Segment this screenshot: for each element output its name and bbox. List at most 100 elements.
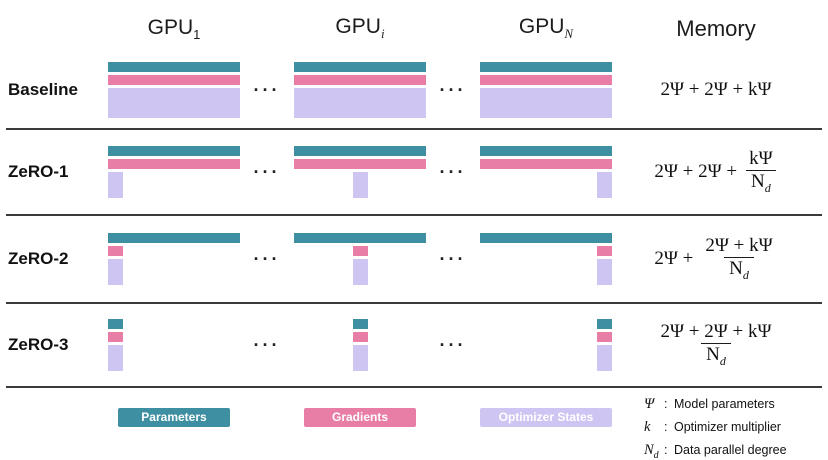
- fraction-numerator: 2Ψ + 2Ψ + kΨ: [660, 321, 772, 343]
- gpun-header-base: GPU: [518, 15, 565, 39]
- row-zero2: ZeRO-2 ··· ··· 2Ψ + 2Ψ + kΨ Nd: [8, 216, 820, 302]
- row-label-zero1: ZeRO-1: [8, 162, 69, 181]
- gpui-bars: [294, 62, 426, 118]
- ellipsis: ···: [439, 161, 467, 182]
- k-symbol: k: [644, 418, 651, 435]
- gpun-bars: [480, 233, 612, 285]
- parameters-bar: [108, 62, 240, 72]
- fraction-numerator: kΨ: [749, 148, 773, 170]
- note-separator: :: [664, 442, 668, 457]
- denominator-base: N: [706, 344, 720, 366]
- legend-item-gradients: Gradients: [294, 394, 426, 427]
- gpui-bars: [294, 233, 426, 285]
- denominator-sub: d: [742, 267, 749, 282]
- row-zero1: ZeRO-1 ··· ··· 2Ψ + 2Ψ + kΨ Nd: [8, 130, 820, 214]
- optimizer-states-bar: [352, 345, 368, 371]
- gradients-bar: [108, 75, 240, 85]
- gradients-bar: [480, 159, 612, 169]
- psi-symbol: Ψ: [644, 396, 655, 412]
- legend-item-optimizer-states: Optimizer States: [480, 394, 612, 427]
- ellipsis: ···: [253, 79, 281, 100]
- row-baseline: Baseline ··· ··· 2Ψ + 2Ψ + kΨ: [8, 52, 820, 128]
- optimizer-states-bar: [108, 345, 123, 371]
- optimizer-states-legend-swatch: Optimizer States: [480, 408, 612, 427]
- row-divider: [6, 128, 822, 130]
- optimizer-states-bar: [294, 88, 426, 118]
- optimizer-states-bar: [480, 88, 612, 118]
- gradients-bar: [108, 159, 240, 169]
- memory-header: Memory: [676, 16, 756, 41]
- note-desc: Model parameters: [674, 397, 775, 411]
- gradients-bar: [597, 332, 612, 342]
- formula-fraction: kΨ Nd: [744, 148, 778, 195]
- gradients-bar: [597, 246, 612, 256]
- formula-fraction: 2Ψ + 2Ψ + kΨ Nd: [656, 321, 777, 368]
- parameters-bar: [480, 62, 612, 72]
- parameters-bar: [108, 319, 123, 329]
- parameters-bar: [352, 319, 368, 329]
- legend-item-parameters: Parameters: [108, 394, 240, 427]
- denominator-sub: d: [719, 353, 726, 368]
- formula-prefix: 2Ψ + 2Ψ +: [654, 161, 738, 182]
- optimizer-states-bar: [597, 172, 612, 198]
- note-desc: Data parallel degree: [674, 442, 787, 457]
- gpun-bars: [480, 319, 612, 371]
- gradients-bar: [294, 75, 426, 85]
- ellipsis: ···: [253, 161, 281, 182]
- gpui-header-sub: i: [380, 26, 385, 42]
- parameters-legend-swatch: Parameters: [118, 408, 230, 427]
- gpun-bars: [480, 62, 612, 118]
- denominator-base: N: [750, 171, 765, 193]
- gradients-legend-swatch: Gradients: [304, 408, 416, 427]
- optimizer-states-bar: [108, 172, 123, 198]
- note-desc: Optimizer multiplier: [674, 419, 781, 434]
- memory-formula-zero3: 2Ψ + 2Ψ + kΨ Nd: [612, 321, 820, 368]
- gpun-header-sub: N: [564, 26, 574, 42]
- ellipsis: ···: [439, 248, 467, 269]
- gradients-bar: [294, 159, 426, 169]
- ellipsis: ···: [439, 79, 467, 100]
- gpui-header: GPUi: [294, 15, 426, 42]
- gpui-bars: [294, 319, 426, 371]
- note-model-parameters: Ψ : Model parameters: [644, 396, 820, 415]
- optimizer-states-bar: [108, 88, 240, 118]
- parameters-bar: [294, 146, 426, 156]
- row-label-baseline: Baseline: [8, 80, 78, 99]
- gradients-bar: [108, 332, 123, 342]
- parameters-bar: [108, 146, 240, 156]
- row-label-zero2: ZeRO-2: [8, 249, 69, 268]
- gpu1-header: GPU1: [108, 16, 240, 42]
- optimizer-states-bar: [352, 259, 368, 285]
- row-divider: [6, 214, 822, 216]
- denominator-sub: d: [764, 180, 771, 195]
- row-divider: [6, 386, 822, 388]
- gpun-header: GPUN: [480, 15, 612, 42]
- note-data-parallel-degree: Nd : Data parallel degree: [644, 442, 820, 460]
- gpu1-bars: [108, 146, 240, 198]
- fraction-denominator: Nd: [745, 170, 776, 196]
- gpu1-bars: [108, 319, 240, 371]
- footer-row: Parameters Gradients Optimizer States Ψ …: [8, 394, 820, 460]
- ellipsis: ···: [253, 334, 281, 355]
- ellipsis: ···: [439, 334, 467, 355]
- gradients-bar: [480, 75, 612, 85]
- gpui-bars: [294, 146, 426, 198]
- gpu1-header-base: GPU: [147, 15, 194, 39]
- formula-text: 2Ψ + 2Ψ + kΨ: [660, 79, 772, 100]
- note-optimizer-multiplier: k : Optimizer multiplier: [644, 419, 820, 438]
- fraction-denominator: Nd: [724, 257, 754, 283]
- row-divider: [6, 302, 822, 304]
- memory-formula-baseline: 2Ψ + 2Ψ + kΨ: [612, 79, 820, 101]
- gpu1-bars: [108, 233, 240, 285]
- optimizer-states-bar: [352, 172, 368, 198]
- formula-fraction: 2Ψ + kΨ Nd: [700, 235, 777, 282]
- fraction-numerator: 2Ψ + kΨ: [705, 235, 773, 257]
- parameters-bar: [597, 319, 612, 329]
- note-separator: :: [664, 419, 668, 434]
- optimizer-states-bar: [108, 259, 123, 285]
- fraction-denominator: Nd: [701, 343, 731, 369]
- gpu1-bars: [108, 62, 240, 118]
- row-label-zero3: ZeRO-3: [8, 335, 69, 354]
- symbol-notes: Ψ : Model parameters k : Optimizer multi…: [612, 396, 820, 460]
